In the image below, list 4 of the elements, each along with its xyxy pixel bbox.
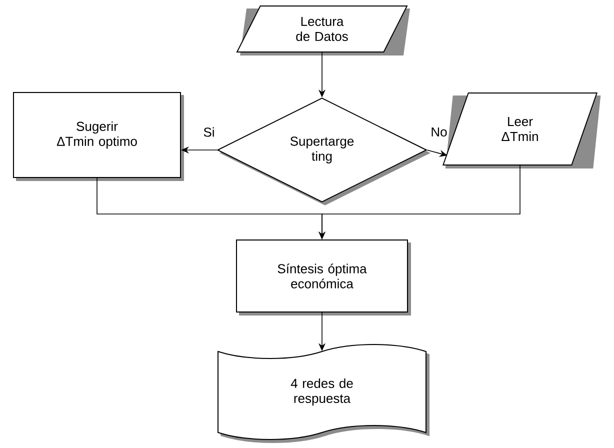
- edge-label: Si: [202, 126, 216, 138]
- process-box: Síntesis óptima económica: [236, 240, 411, 316]
- process-box: Sugerir ΔTmin optimo: [13, 92, 184, 181]
- node-label: 4 redes de respuesta: [290, 378, 353, 406]
